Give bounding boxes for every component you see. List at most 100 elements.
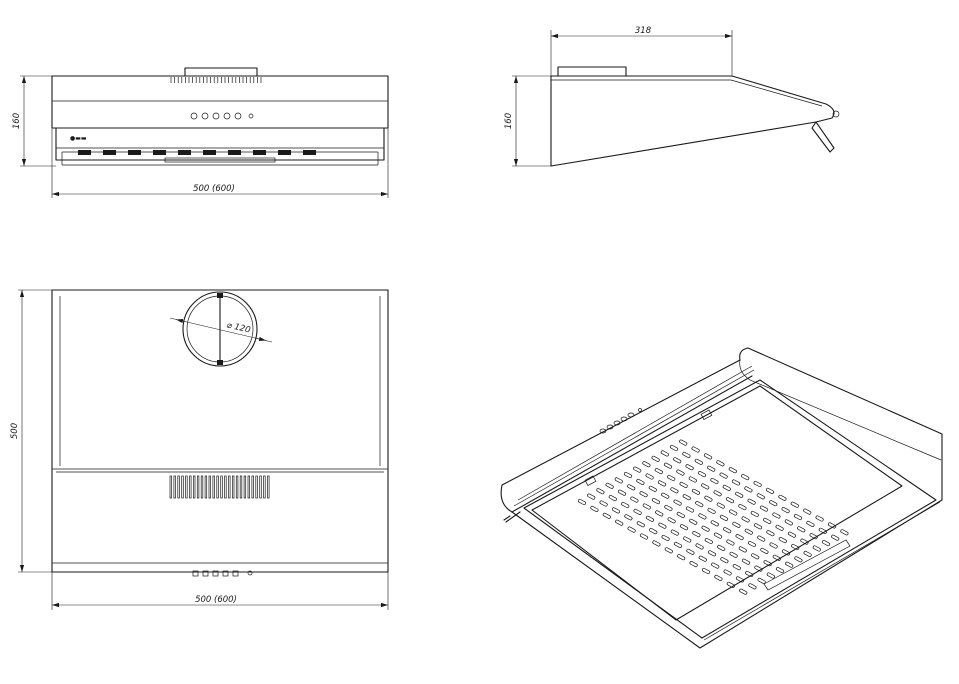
perforation-slot [787, 531, 797, 538]
front-filter-slots [78, 150, 316, 155]
perforation-slot [747, 540, 757, 548]
perforation-slot [621, 501, 630, 509]
perforation-slot [669, 444, 679, 452]
perforation-slot [689, 518, 698, 525]
front-width-label: 500 (600) [193, 184, 235, 194]
perforation-slot [615, 519, 624, 526]
filter-slot [78, 150, 91, 155]
front-width-dimension: 500 (600) [51, 128, 389, 198]
perforation-slot [735, 491, 744, 498]
perforation-slot [772, 512, 781, 519]
front-view-body: ●▬▬ [51, 67, 389, 166]
vent-slot [200, 475, 204, 499]
vent-slot [255, 475, 258, 499]
perforation-slot [664, 504, 673, 512]
control-button-4[interactable] [223, 112, 231, 120]
control-button-1[interactable] [190, 112, 198, 120]
perforation-slot [645, 473, 654, 480]
perforation-slot [707, 550, 717, 557]
top-control-button-4[interactable] [222, 570, 229, 577]
perforation-slot [704, 495, 713, 502]
iso-filter-clips [584, 409, 713, 487]
perforation-slot [797, 526, 806, 533]
top-control-button-2[interactable] [202, 570, 209, 577]
perforation-slot [679, 524, 689, 531]
perforation-slot [701, 525, 710, 532]
perforation-slot [757, 535, 766, 542]
vent-slot [220, 475, 223, 499]
perforation-slot [725, 497, 735, 504]
duct-diameter-label: ⌀ 120 [226, 320, 252, 335]
perforation-slot [778, 537, 787, 544]
perforation-slot [726, 539, 735, 546]
front-height-dimension: 160 [12, 75, 56, 167]
side-height-dimension: 160 [504, 75, 551, 167]
iso-hood-body [500, 347, 943, 649]
perforation-slot [614, 477, 623, 484]
perforation-slot [599, 500, 608, 507]
top-view-body [51, 289, 389, 573]
perforation-slot [673, 541, 683, 548]
top-control-button-1[interactable] [192, 570, 199, 577]
perforation-slot [723, 527, 732, 534]
perforation-slot [694, 458, 703, 465]
filter-slot [303, 150, 316, 155]
perforation-slot [756, 493, 765, 500]
perforation-slot [697, 471, 707, 478]
perforation-slot [679, 481, 688, 488]
side-view-knob [832, 110, 840, 118]
perforation-slot [818, 527, 827, 534]
perforation-slot [683, 536, 692, 543]
perforation-slot [695, 501, 704, 508]
vent-slot [251, 475, 254, 499]
perforation-slot [670, 529, 679, 536]
perforation-slot [636, 478, 645, 485]
perforation-slot [765, 487, 775, 494]
perforation-slot [732, 521, 741, 528]
isometric-view [500, 347, 943, 649]
perforation-slot [695, 543, 704, 550]
perforation-slot [759, 505, 769, 512]
vent-slot [216, 475, 219, 499]
perforation-slot [806, 520, 815, 527]
perforation-slot [794, 556, 803, 563]
perforation-slot [667, 517, 676, 524]
perforation-slot [649, 528, 658, 535]
perforation-slot [577, 498, 587, 506]
duct-outlet [182, 291, 258, 367]
perforation-slot [652, 540, 661, 547]
control-button-2[interactable] [201, 112, 209, 120]
perforation-slot [731, 479, 741, 486]
perforation-slot [778, 494, 787, 501]
perforation-slot [815, 515, 824, 522]
perforation-slot [624, 514, 633, 521]
perforation-slot [784, 519, 793, 526]
vent-slot [181, 475, 184, 499]
perforation-slot [728, 467, 737, 474]
perforation-slot [605, 482, 614, 489]
vent-slot [235, 475, 239, 499]
perforation-slot [661, 534, 670, 542]
perforation-slot [596, 488, 605, 495]
control-button-5[interactable] [234, 112, 242, 120]
perforation-slot [766, 572, 775, 579]
perforation-slot [739, 588, 748, 595]
vent-slot [228, 475, 231, 499]
control-button-3[interactable] [212, 112, 220, 120]
perforation-slot [735, 534, 744, 541]
top-control-button-3[interactable] [212, 570, 219, 577]
vent-slot [243, 475, 247, 499]
perforation-slot [748, 583, 757, 590]
perforation-slot [685, 464, 694, 471]
top-control-buttons [192, 570, 253, 577]
perforation-slot [729, 509, 738, 516]
perforation-slot [676, 469, 685, 476]
side-view: 160 318 [504, 26, 840, 167]
perforation-slot [714, 574, 723, 581]
perforation-slot [745, 570, 754, 578]
top-control-button-5[interactable] [232, 570, 239, 577]
perforation-slot [655, 510, 664, 517]
perforation-slot [645, 515, 655, 522]
perforation-slot [723, 569, 732, 576]
perforation-slot [698, 555, 707, 562]
